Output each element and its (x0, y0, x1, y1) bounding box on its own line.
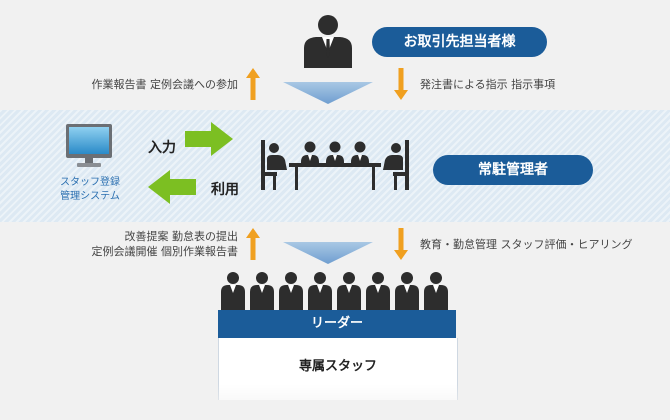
lower-note-left-line1: 改善提案 勤怠表の提出 (124, 230, 239, 243)
triangle-down-icon (283, 242, 373, 264)
resident-manager-label: 常駐管理者 (433, 155, 593, 185)
client-note-left: 作業報告書 定例会議への参加 (91, 78, 239, 91)
staff-fade (218, 384, 458, 420)
lower-note-right: 教育・勤怠管理 スタッフ評価・ヒアリング (420, 238, 633, 251)
leader-label: リーダー (218, 310, 456, 338)
triangle-down-icon (283, 82, 373, 104)
arrow-down-icon (394, 228, 408, 260)
arrow-down-icon (394, 68, 408, 100)
group-icon (221, 272, 448, 310)
client-person-icon (304, 15, 352, 68)
meeting-icon (261, 140, 409, 190)
system-label-line1: スタッフ登録 (60, 177, 120, 188)
system-label-line2: 管理システム (60, 191, 120, 202)
arrow-up-icon (246, 228, 260, 260)
client-label: お取引先担当者様 (372, 27, 547, 57)
lower-note-left-line2: 定例会議開催 個別作業報告書 (91, 245, 239, 258)
input-label: 入力 (148, 140, 176, 156)
arrow-left-icon (148, 170, 196, 204)
arrow-right-icon (185, 122, 233, 156)
arrow-up-icon (246, 68, 260, 100)
computer-icon (66, 124, 112, 167)
client-note-right: 発注書による指示 指示事項 (420, 78, 556, 91)
use-label: 利用 (211, 182, 239, 198)
